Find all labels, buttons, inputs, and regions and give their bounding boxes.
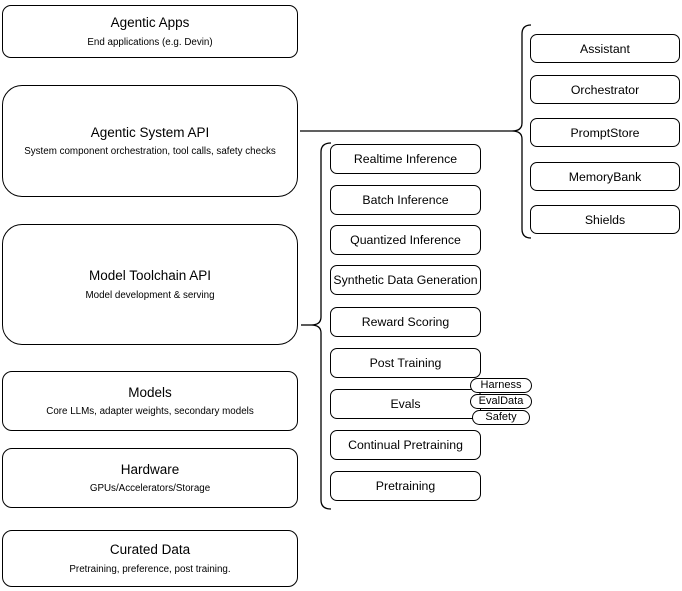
layer-subtitle: End applications (e.g. Devin) bbox=[87, 36, 213, 48]
layer-title: Agentic Apps bbox=[110, 15, 190, 31]
brace-toolchain-items-group bbox=[310, 142, 332, 510]
layer-box-model-toolchain-api: Model Toolchain API Model development & … bbox=[2, 224, 298, 345]
toolchain-item-post-training: Post Training bbox=[330, 348, 481, 378]
layer-box-agentic-system-api: Agentic System API System component orch… bbox=[2, 85, 298, 197]
layer-subtitle: Core LLMs, adapter weights, secondary mo… bbox=[46, 406, 254, 418]
layer-box-agentic-apps: Agentic Apps End applications (e.g. Devi… bbox=[2, 5, 298, 58]
layer-subtitle: Pretraining, preference, post training. bbox=[69, 563, 231, 575]
system-component-promptstore: PromptStore bbox=[530, 118, 680, 147]
system-component-shields: Shields bbox=[530, 205, 680, 234]
layer-title: Models bbox=[128, 384, 172, 400]
brace-system-components-group bbox=[511, 24, 532, 239]
toolchain-item-realtime-inference: Realtime Inference bbox=[330, 144, 481, 174]
system-component-memorybank: MemoryBank bbox=[530, 162, 680, 191]
toolchain-item-quantized-inference: Quantized Inference bbox=[330, 225, 481, 255]
layer-box-hardware: Hardware GPUs/Accelerators/Storage bbox=[2, 448, 298, 508]
toolchain-item-batch-inference: Batch Inference bbox=[330, 185, 481, 215]
toolchain-item-continual-pretraining: Continual Pretraining bbox=[330, 430, 481, 460]
layer-box-curated-data: Curated Data Pretraining, preference, po… bbox=[2, 530, 298, 587]
layer-title: Agentic System API bbox=[90, 124, 210, 140]
system-component-orchestrator: Orchestrator bbox=[530, 75, 680, 104]
eval-tag-safety: Safety bbox=[472, 410, 530, 425]
layer-title: Curated Data bbox=[109, 542, 191, 558]
toolchain-item-reward-scoring: Reward Scoring bbox=[330, 307, 481, 337]
layer-title: Model Toolchain API bbox=[88, 268, 212, 284]
layer-subtitle: Model development & serving bbox=[85, 289, 215, 301]
toolchain-item-evals: Evals bbox=[330, 389, 481, 419]
layer-title: Hardware bbox=[120, 461, 180, 477]
layer-box-models: Models Core LLMs, adapter weights, secon… bbox=[2, 371, 298, 431]
eval-tag-harness: Harness bbox=[470, 378, 532, 393]
eval-tag-evaldata: EvalData bbox=[470, 394, 532, 409]
toolchain-item-synthetic-data-generation: Synthetic Data Generation bbox=[330, 265, 481, 295]
layer-subtitle: System component orchestration, tool cal… bbox=[24, 146, 276, 158]
layer-subtitle: GPUs/Accelerators/Storage bbox=[89, 483, 211, 495]
toolchain-item-pretraining: Pretraining bbox=[330, 471, 481, 501]
system-component-assistant: Assistant bbox=[530, 34, 680, 63]
